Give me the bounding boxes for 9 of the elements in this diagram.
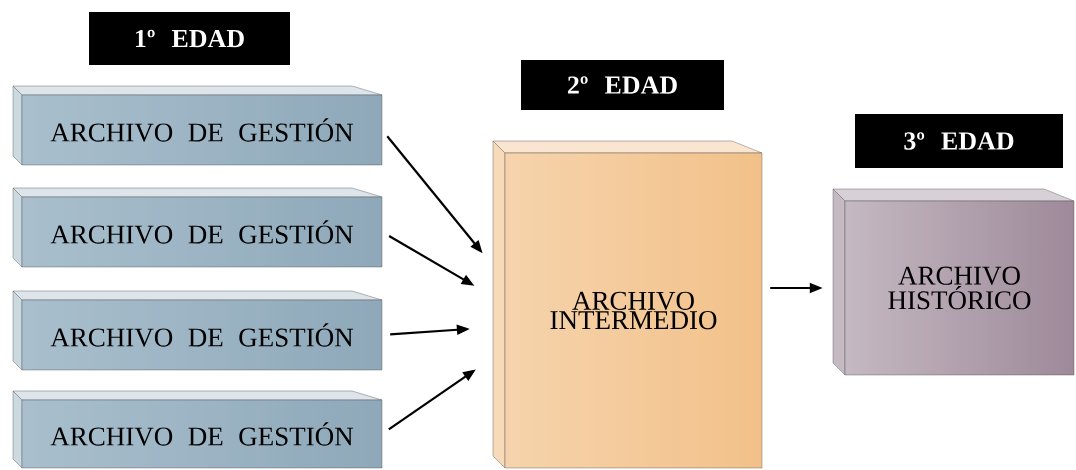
archive-box: ARCHIVO HISTÓRICO — [832, 188, 1075, 376]
archive-box: ARCHIVO DE GESTIÓN — [12, 187, 383, 268]
stage-label: 2º EDAD — [521, 60, 724, 110]
stage-label: 1º EDAD — [89, 12, 290, 65]
stage-label: 3º EDAD — [855, 114, 1063, 168]
archive-box: ARCHIVO INTERMEDIO — [492, 140, 763, 469]
archive-box: ARCHIVO DE GESTIÓN — [12, 85, 383, 166]
archive-box: ARCHIVO DE GESTIÓN — [12, 390, 383, 469]
archive-box: ARCHIVO DE GESTIÓN — [12, 290, 383, 371]
